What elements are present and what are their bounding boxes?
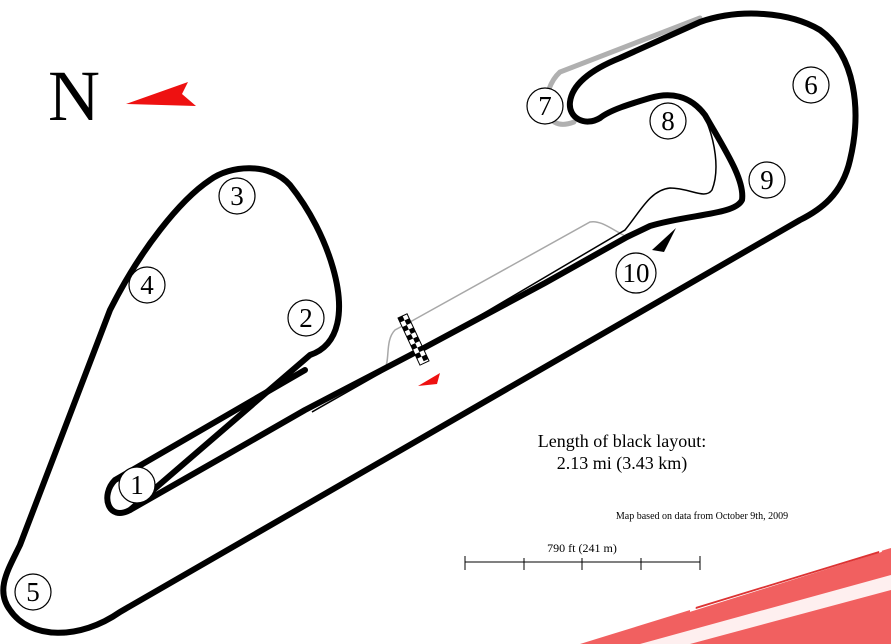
watermark-logo xyxy=(689,548,882,612)
scale-bar: 790 ft (241 m) xyxy=(464,541,701,570)
corner-number: 10 xyxy=(623,258,650,288)
corner-marker: 3 xyxy=(218,177,256,215)
length-heading: Length of black layout: xyxy=(538,431,706,451)
corner-marker: 10 xyxy=(615,252,657,294)
start-finish-straight xyxy=(104,367,308,516)
corner-number: 9 xyxy=(760,165,774,195)
direction-arrow-icon xyxy=(418,373,440,386)
corner-number: 6 xyxy=(804,70,818,100)
corner-marker: 7 xyxy=(526,87,564,125)
corner-number: 8 xyxy=(661,106,675,136)
corner-marker: 5 xyxy=(14,573,52,611)
corner-number: 2 xyxy=(299,303,313,333)
infield-connector xyxy=(311,117,717,413)
source-note: Map based on data from October 9th, 2009 xyxy=(616,511,788,522)
scale-label: 790 ft (241 m) xyxy=(547,541,617,555)
corner-marker: 6 xyxy=(792,66,830,104)
corner-number: 4 xyxy=(140,270,154,300)
checkered-flag-icon xyxy=(397,313,430,366)
corner-marker: 1 xyxy=(118,466,156,504)
main-circuit xyxy=(0,10,859,636)
corner-marker: 2 xyxy=(287,299,325,337)
corner-marker: 9 xyxy=(748,161,786,199)
corner-marker: 4 xyxy=(128,266,166,304)
corner-number: 3 xyxy=(230,181,244,211)
corner-marker: 8 xyxy=(649,102,687,140)
length-value: 2.13 mi (3.43 km) xyxy=(557,453,688,474)
corner-number: 7 xyxy=(538,91,552,121)
pit-exit-arrow-icon xyxy=(652,228,676,252)
corner-number: 5 xyxy=(26,577,40,607)
north-label: N xyxy=(48,56,100,136)
north-arrow-icon xyxy=(126,82,196,106)
corner-stripe-white xyxy=(640,575,891,644)
corner-number: 1 xyxy=(130,470,144,500)
